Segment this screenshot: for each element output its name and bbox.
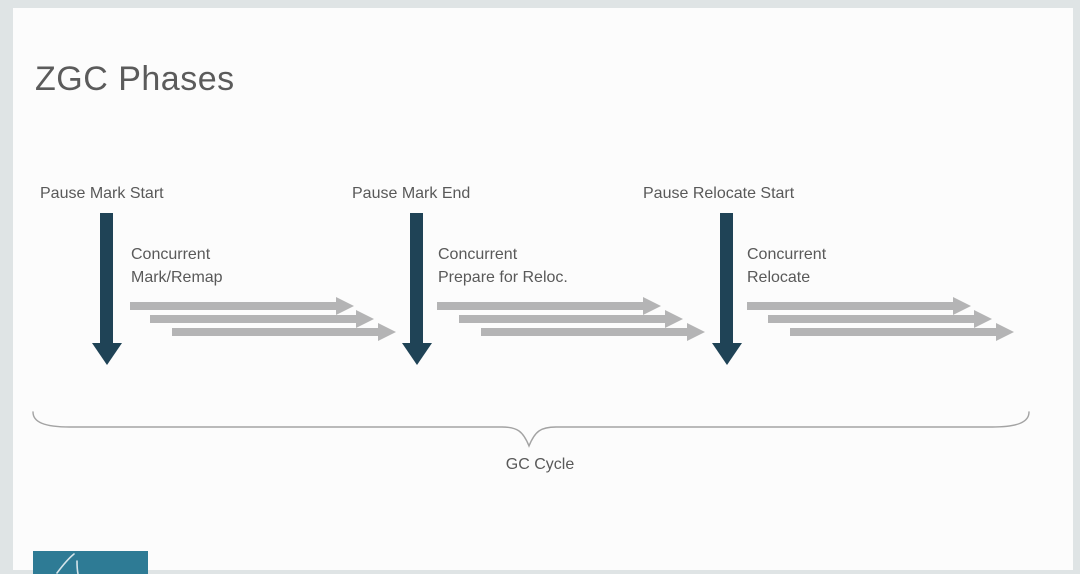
slide-background xyxy=(13,8,1073,570)
concurrent-arrow-icon xyxy=(790,323,1014,341)
pause-relocate-start-label: Pause Relocate Start xyxy=(643,185,795,202)
concurrent-arrow-icon xyxy=(437,297,661,315)
arrow-head xyxy=(92,343,122,365)
pause-down-arrow-icon xyxy=(402,213,432,365)
gc-cycle-brace-icon xyxy=(32,411,1030,448)
concurrent-prepare-label: Concurrent Prepare for Reloc. xyxy=(438,243,568,289)
concurrent-label-line2: Relocate xyxy=(747,269,811,286)
concurrent-arrow-icon xyxy=(481,323,705,341)
concurrent-arrow-icon xyxy=(150,310,374,328)
arrow-shaft xyxy=(410,213,423,344)
concurrent-arrow-icon xyxy=(747,297,971,315)
arrow-head xyxy=(402,343,432,365)
pause-down-arrow-icon xyxy=(712,213,742,365)
concurrent-label-line2: Mark/Remap xyxy=(131,269,223,286)
arrow-head xyxy=(712,343,742,365)
concurrent-label-line1: Concurrent xyxy=(747,246,827,263)
concurrent-arrow-icon xyxy=(172,323,396,341)
concurrent-mark-label: Concurrent Mark/Remap xyxy=(131,243,223,289)
pause-mark-end-label: Pause Mark End xyxy=(352,185,471,202)
arrow-shaft xyxy=(720,213,733,344)
concurrent-relocate-label: Concurrent Relocate xyxy=(747,243,826,289)
pause-mark-start-label: Pause Mark Start xyxy=(40,185,164,202)
concurrent-label-line1: Concurrent xyxy=(131,246,211,263)
logo xyxy=(33,551,148,574)
gc-cycle-label: GC Cycle xyxy=(505,456,575,473)
concurrent-label-line2: Prepare for Reloc. xyxy=(438,269,568,286)
slide-title: ZGC Phases xyxy=(35,60,235,98)
arrow-shaft xyxy=(100,213,113,344)
concurrent-label-line1: Concurrent xyxy=(438,246,518,263)
pause-down-arrow-icon xyxy=(92,213,122,365)
concurrent-arrow-icon xyxy=(768,310,992,328)
logo-mark xyxy=(56,553,79,574)
concurrent-arrow-icon xyxy=(130,297,354,315)
concurrent-arrow-icon xyxy=(459,310,683,328)
